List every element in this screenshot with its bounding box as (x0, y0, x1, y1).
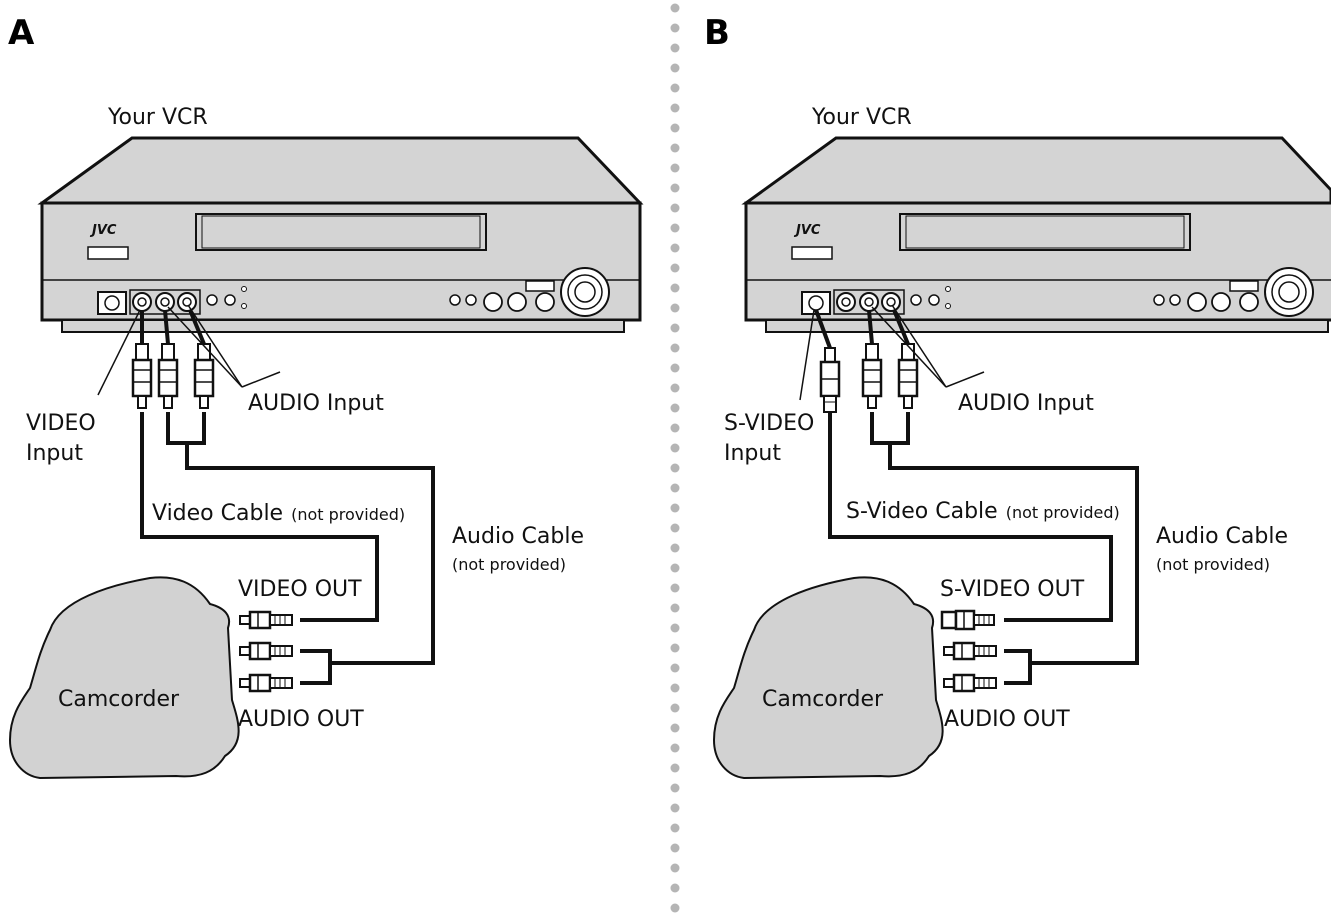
vcr-label: Your VCR (811, 105, 912, 130)
jack-icon (881, 292, 901, 312)
camcorder-label: Camcorder (58, 687, 180, 712)
jack-icon (155, 292, 175, 312)
jack-icon (836, 292, 856, 312)
video-input-line1: VIDEO (26, 411, 96, 436)
audio-input-label: AUDIO Input (248, 391, 384, 416)
rca-plug-icon (157, 342, 179, 410)
divider-dot (670, 863, 680, 873)
divider-dot (670, 703, 680, 713)
vcr-brand: JVC (89, 223, 117, 238)
power-button-icon (791, 246, 833, 260)
panel-b: B Your VCR JVC (704, 13, 1331, 780)
divider-dot (670, 103, 680, 113)
vcr-label: Your VCR (107, 105, 208, 130)
divider-dot (670, 383, 680, 393)
divider-dot (670, 683, 680, 693)
divider-dot (670, 723, 680, 733)
audio-cable-note: (not provided) (1156, 555, 1270, 574)
divider-dot (670, 743, 680, 753)
cables (140, 412, 435, 685)
panel-divider (670, 3, 680, 913)
divider-dot (670, 3, 680, 13)
panel-a-letter: A (8, 13, 35, 53)
divider-dot (670, 143, 680, 153)
audio-out-label: AUDIO OUT (944, 707, 1070, 732)
jack-icon (132, 292, 152, 312)
divider-dot (670, 23, 680, 33)
divider-dot (670, 543, 680, 553)
panel-b-letter: B (704, 13, 730, 53)
divider-dot (670, 883, 680, 893)
audio-input-label: AUDIO Input (958, 391, 1094, 416)
divider-dot (670, 763, 680, 773)
camcorder-icon (8, 576, 240, 780)
camcorder-label: Camcorder (762, 687, 884, 712)
video-cable-label: Video Cable(not provided) (152, 501, 405, 526)
audio-cable-label: Audio Cable (1156, 524, 1288, 549)
divider-dot (670, 443, 680, 453)
rca-plug-icon (238, 610, 294, 630)
divider-dot (670, 223, 680, 233)
vcr-brand: JVC (793, 223, 821, 238)
divider-dot (670, 803, 680, 813)
divider-dot (670, 243, 680, 253)
divider-dot (670, 303, 680, 313)
audio-out-label: AUDIO OUT (238, 707, 364, 732)
divider-dot (670, 463, 680, 473)
vcr-icon: JVC (741, 136, 1331, 333)
divider-dot (670, 423, 680, 433)
divider-dot (670, 503, 680, 513)
divider-dot (670, 663, 680, 673)
divider-dot (670, 123, 680, 133)
divider-dot (670, 643, 680, 653)
divider-dot (670, 363, 680, 373)
divider-dot (670, 263, 680, 273)
divider-dot (670, 563, 680, 573)
divider-dot (670, 283, 680, 293)
rca-plug-icon (131, 342, 153, 410)
panel-a: A Your VCR JVC (8, 13, 644, 780)
divider-dot (670, 523, 680, 533)
divider-dot (670, 623, 680, 633)
vcr-icon: JVC (37, 136, 644, 333)
divider-dot (670, 483, 680, 493)
audio-cable-note: (not provided) (452, 555, 566, 574)
s-video-plug-icon (940, 609, 996, 631)
s-video-plug-icon (819, 346, 841, 414)
jack-icon (859, 292, 879, 312)
divider-dot (670, 583, 680, 593)
video-out-label: VIDEO OUT (238, 577, 362, 602)
rca-plug-icon (942, 641, 998, 661)
rca-plug-icon (942, 673, 998, 693)
divider-dot (670, 83, 680, 93)
divider-dot (670, 163, 680, 173)
divider-dot (670, 343, 680, 353)
video-input-line2: Input (26, 441, 83, 466)
rca-plug-icon (238, 673, 294, 693)
divider-dot (670, 823, 680, 833)
divider-dot (670, 323, 680, 333)
power-button-icon (87, 246, 129, 260)
divider-dot (670, 403, 680, 413)
divider-dot (670, 843, 680, 853)
jack-icon (177, 292, 197, 312)
camcorder-icon (712, 576, 944, 780)
svideo-cable-label: S-Video Cable(not provided) (846, 499, 1120, 524)
divider-dot (670, 783, 680, 793)
divider-dot (670, 203, 680, 213)
divider-dot (670, 903, 680, 913)
svideo-input-line2: Input (724, 441, 781, 466)
divider-dot (670, 43, 680, 53)
svideo-input-line1: S-VIDEO (724, 411, 814, 436)
svideo-out-label: S-VIDEO OUT (940, 577, 1085, 602)
rca-plug-icon (861, 342, 883, 410)
audio-cable-label: Audio Cable (452, 524, 584, 549)
divider-dot (670, 603, 680, 613)
divider-dot (670, 183, 680, 193)
rca-plug-icon (238, 641, 294, 661)
divider-dot (670, 63, 680, 73)
cables (828, 412, 1139, 685)
